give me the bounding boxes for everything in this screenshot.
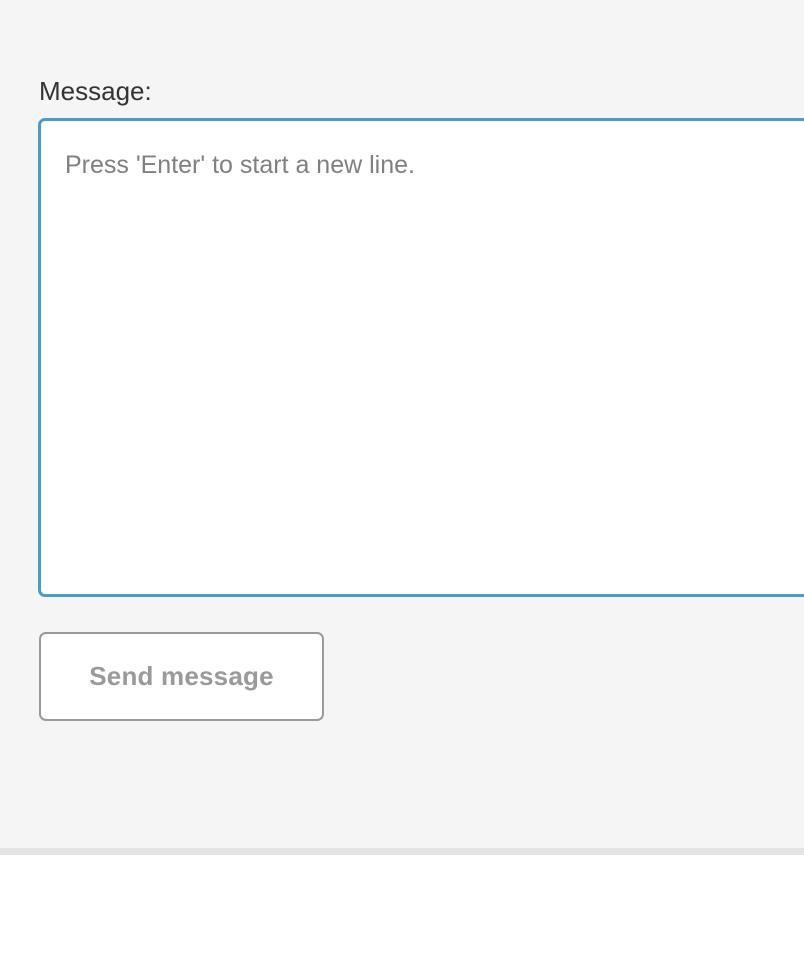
message-composer-panel: Message: Send message <box>38 76 804 721</box>
panel-separator <box>0 848 804 855</box>
send-message-button[interactable]: Send message <box>39 632 324 721</box>
message-input[interactable] <box>38 118 804 597</box>
message-field-label: Message: <box>39 76 152 106</box>
page-body-below-panel <box>0 855 804 980</box>
